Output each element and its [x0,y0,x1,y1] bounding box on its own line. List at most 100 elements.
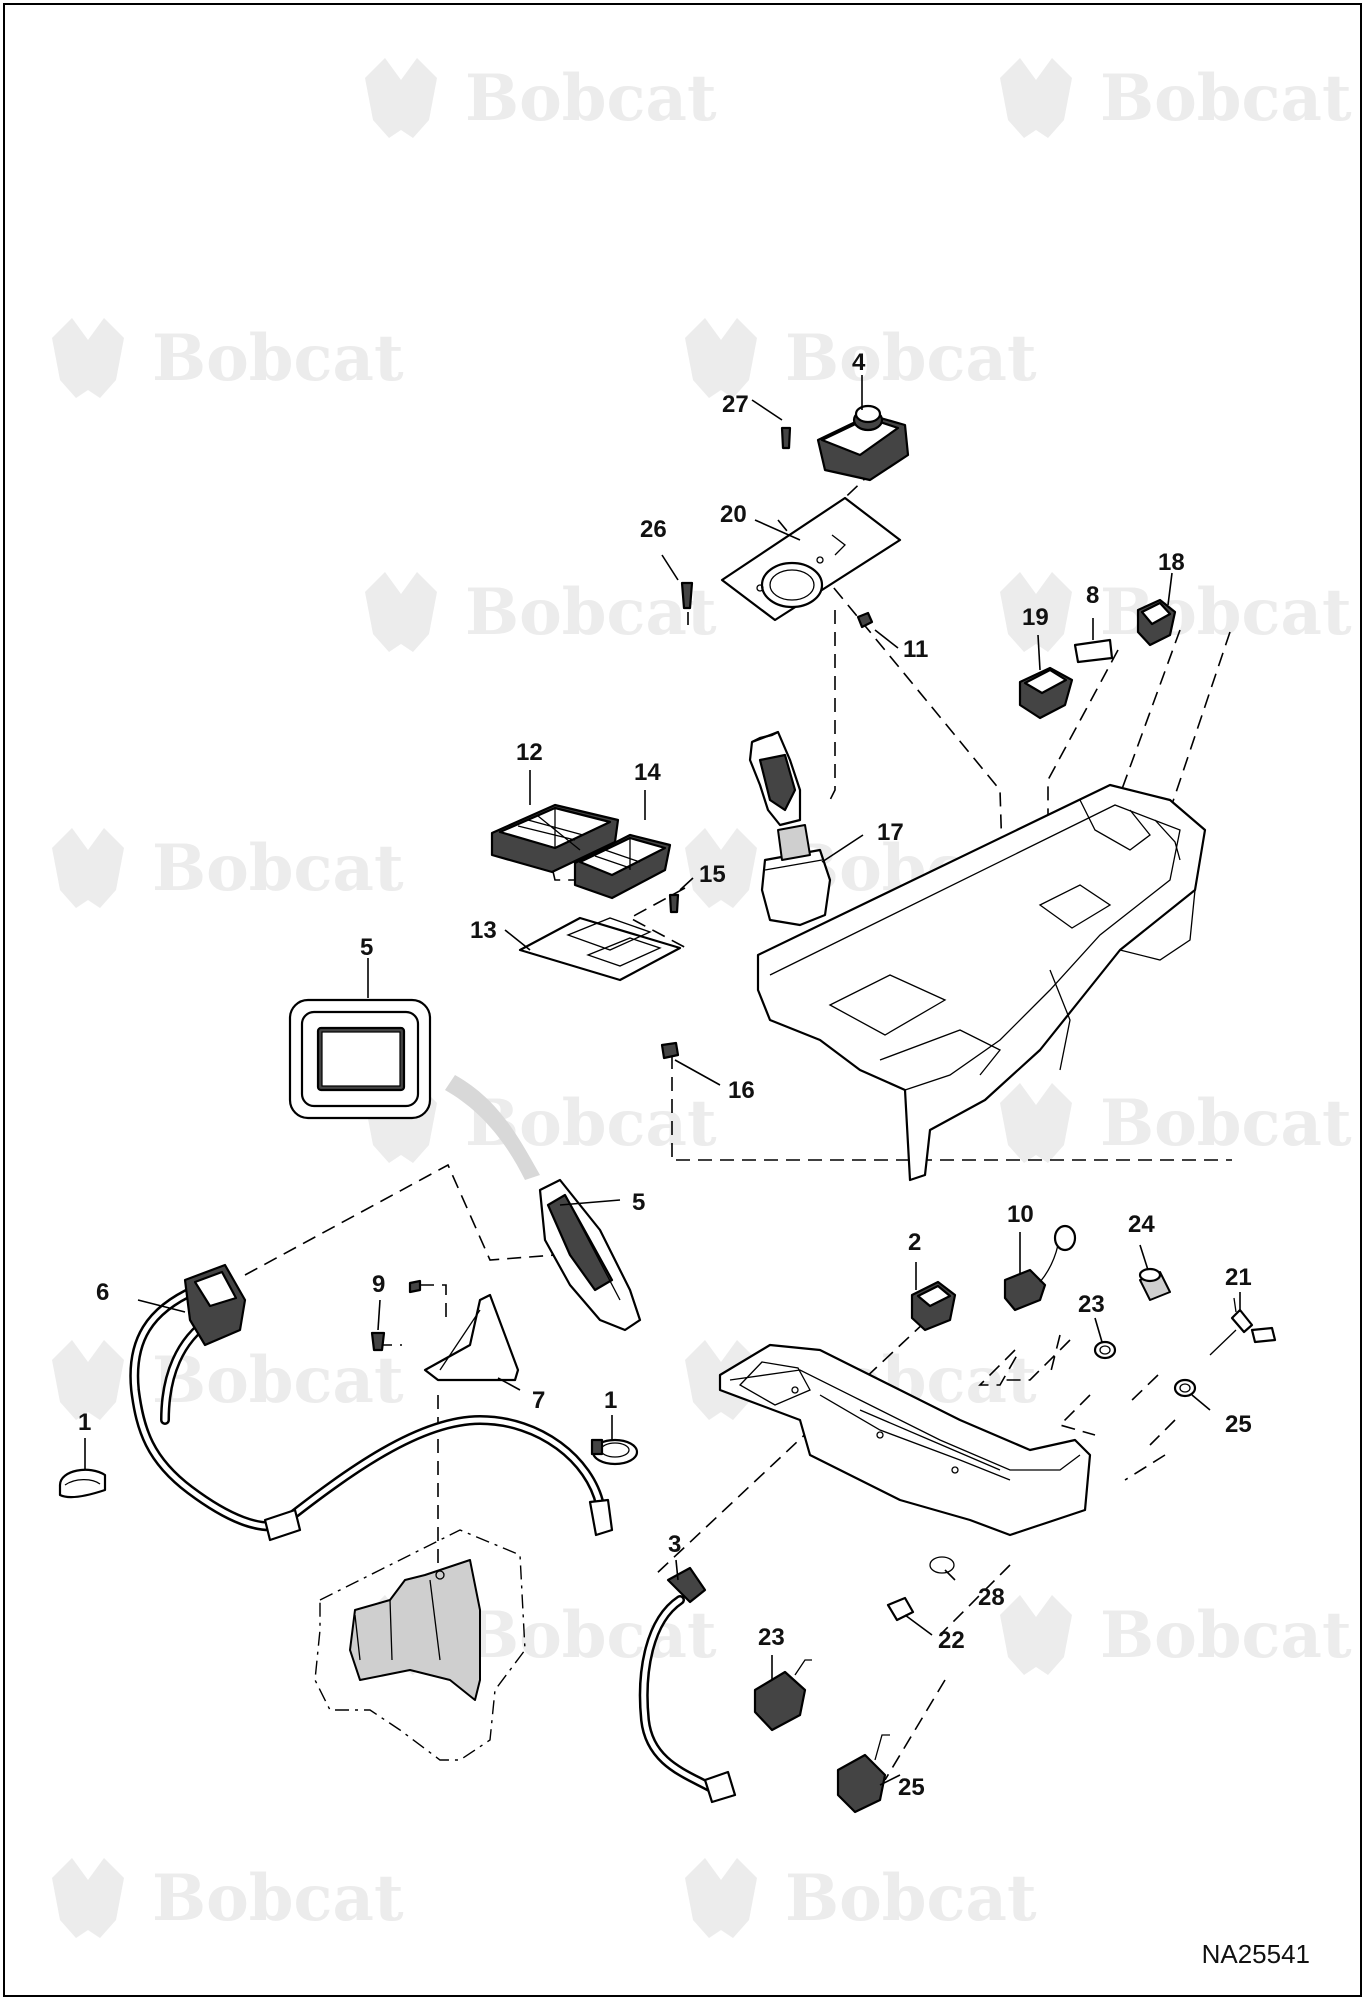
switch-panel-bracket [718,1343,1092,1537]
part-11-nut [856,611,874,629]
callout-16: 16 [728,1077,755,1104]
callout-26: 26 [640,516,667,543]
part-9-screw-b [370,1331,386,1352]
part-8-label [1073,638,1114,664]
part-13-bezel-plate [518,916,682,982]
part-1-cable-clamp-right [590,1438,639,1466]
part-24-knob [1138,1267,1171,1301]
bobcat-logo-icon [52,1858,124,1938]
part-14-switch-block [573,833,672,900]
callout-15: 15 [699,861,726,888]
part-25-nut-upper [1173,1378,1197,1398]
diagram-frame [3,3,1362,1997]
part-1-cable-clamp-left [58,1468,107,1499]
part-25-switch-lower [836,1734,890,1814]
part-16-nut [660,1041,680,1060]
callout-20: 20 [720,501,747,528]
callout-3: 3 [668,1531,681,1558]
callout-12: 12 [516,739,543,766]
callout-23-lower: 23 [758,1624,785,1651]
part-27-screw [780,426,792,450]
callout-25-lower: 25 [898,1774,925,1801]
part-5-display-bezel [288,998,432,1120]
part-9-screw-a [408,1279,422,1294]
callout-14: 14 [634,759,661,786]
callout-27: 27 [722,391,749,418]
part-4-mini-joystick [816,404,910,482]
watermark-text: Bobcat [152,1861,404,1936]
bobcat-logo-icon [685,1858,757,1938]
bobcat-logo-icon [1000,1083,1072,1163]
callout-21: 21 [1225,1264,1252,1291]
bobcat-logo-icon [1000,1595,1072,1675]
bobcat-logo-icon [365,572,437,652]
watermark-text: Bobcat [152,831,404,906]
watermark: Bobcat [685,318,1037,398]
ghost-mount [314,1529,526,1761]
part-23-nut-upper [1093,1340,1117,1360]
part-26-screw [680,581,694,610]
watermark: Bobcat [365,58,717,138]
callout-1-right: 1 [604,1387,617,1414]
callout-6: 6 [96,1279,109,1306]
callout-22: 22 [938,1627,965,1654]
callout-9: 9 [372,1271,385,1298]
watermark-text: Bobcat [152,1343,404,1418]
part-2-switch [910,1280,957,1332]
part-5-display-unit [538,1178,642,1332]
watermark-text: Bobcat [785,1861,1037,1936]
console-tray [756,783,1207,1182]
bobcat-logo-icon [685,828,757,908]
part-22-sleeve [886,1596,915,1622]
bobcat-logo-icon [52,318,124,398]
callout-25-upper: 25 [1225,1411,1252,1438]
bobcat-logo-icon [52,828,124,908]
part-20-mount-plate [720,496,902,622]
bobcat-logo-icon [1000,58,1072,138]
watermark: Bobcat [52,1858,404,1938]
display-arrow [445,1075,540,1180]
callout-1-left: 1 [78,1409,91,1436]
callout-13: 13 [470,917,497,944]
watermark-layer: Bobcat Bobcat Bobcat Bobcat Bobcat Bobca… [52,58,1352,1938]
callout-5-bezel: 5 [360,934,373,961]
part-15-screw [668,893,680,914]
callout-24: 24 [1128,1211,1155,1238]
part-18-switch [1136,598,1177,647]
bobcat-logo-icon [52,1340,124,1420]
watermark-text: Bobcat [1100,1598,1352,1673]
callout-8: 8 [1086,582,1099,609]
part-6-wire-harness [129,1263,614,1542]
callout-18: 18 [1158,549,1185,576]
part-17-joystick [748,730,832,927]
bobcat-logo-icon [365,58,437,138]
watermark: Bobcat [685,1858,1037,1938]
part-10-switch [1003,1224,1077,1312]
callouts: 4 27 20 26 11 18 8 19 12 14 17 15 13 16 … [78,349,1252,1801]
callout-7: 7 [532,1387,545,1414]
callout-17: 17 [877,819,904,846]
fasteners [370,426,874,1352]
watermark-text: Bobcat [152,321,404,396]
part-21-key [1209,1297,1277,1356]
reference-code: NA25541 [1201,1939,1310,1969]
callout-5-unit: 5 [632,1189,645,1216]
bobcat-logo-icon [685,318,757,398]
watermark: Bobcat [52,318,404,398]
bobcat-logo-icon [1000,572,1072,652]
watermark-text: Bobcat [465,575,717,650]
watermark-text: Bobcat [465,61,717,136]
watermark-text: Bobcat [1100,61,1352,136]
part-3-sensor-cable [638,1566,737,1804]
watermark: Bobcat [1000,58,1352,138]
callout-2: 2 [908,1229,921,1256]
part-19-switch [1018,666,1074,720]
watermark-text: Bobcat [785,321,1037,396]
watermark: Bobcat [1000,1083,1352,1163]
callout-28: 28 [978,1584,1005,1611]
watermark: Bobcat [1000,1595,1352,1675]
callout-23-upper: 23 [1078,1291,1105,1318]
callout-11: 11 [903,636,928,663]
watermark-text: Bobcat [465,1598,717,1673]
